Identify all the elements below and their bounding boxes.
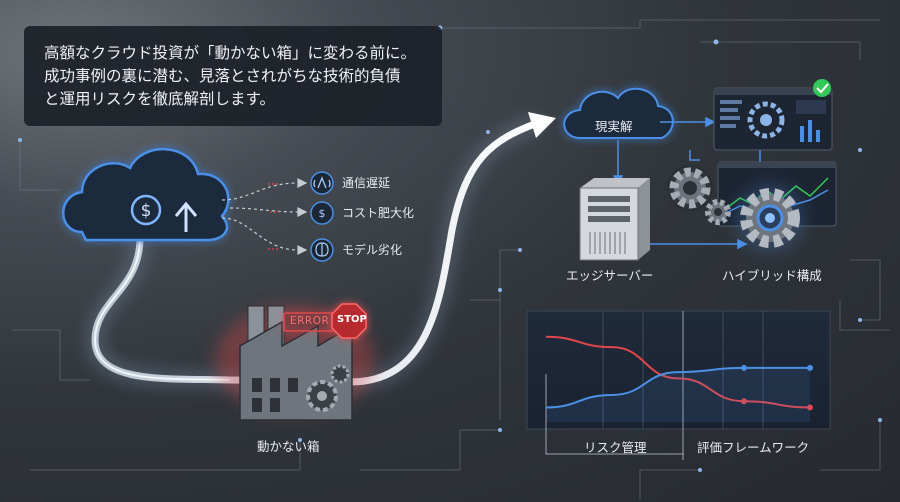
chart-series-line-1 xyxy=(545,366,810,409)
factory-label: 動かない箱 xyxy=(257,439,320,454)
gear-icon xyxy=(742,190,798,246)
cloud-left: $ xyxy=(62,147,230,242)
check-icon xyxy=(812,79,830,97)
edge-server xyxy=(579,178,650,261)
signal-icon xyxy=(314,174,330,190)
intro-line-1: 高額なクラウド投資が「動かない箱」に変わる前に。 xyxy=(44,44,417,62)
intro-text-box: 高額なクラウド投資が「動かない箱」に変わる前に。 成功事例の裏に潜む、見落とされ… xyxy=(24,26,442,126)
circuit-lines xyxy=(12,19,890,500)
stop-sign: STOP xyxy=(337,314,367,325)
chart-point-0-4 xyxy=(807,404,813,411)
chart-panel xyxy=(526,310,831,460)
error-sign: ERROR xyxy=(290,315,330,327)
issue-connectors xyxy=(221,178,308,255)
brain-icon xyxy=(314,242,330,258)
dashboard-top xyxy=(713,79,833,151)
dollar-arrow-up-icon xyxy=(128,194,164,230)
chart-label-risk: リスク管理 xyxy=(584,440,647,455)
issue-model-label: モデル劣化 xyxy=(342,243,403,257)
chart-series-line-0 xyxy=(545,335,811,409)
edge-server-label: エッジサーバー xyxy=(566,268,654,283)
check-badge xyxy=(813,79,831,97)
hand-dollar-icon xyxy=(314,205,330,221)
hybrid-label: ハイブリッド構成 xyxy=(722,268,822,283)
chart-point-1-3 xyxy=(741,364,747,371)
chart-label-framework: 評価フレームワーク xyxy=(697,440,810,455)
chart-point-1-4 xyxy=(807,364,813,371)
cloud-top-right xyxy=(563,87,674,139)
flow-arrowhead xyxy=(528,112,556,138)
issue-cost-label: コスト肥大化 xyxy=(342,206,415,220)
svg-text:$: $ xyxy=(141,201,152,221)
issue-icons: $ xyxy=(310,171,334,262)
chart-series-area-1 xyxy=(546,367,810,422)
intro-line-2: 成功事例の裏に潜む、見落とされがちな技術的負債 xyxy=(44,67,401,85)
gears xyxy=(667,165,804,252)
factory xyxy=(215,303,375,421)
svg-text:$: $ xyxy=(319,207,326,220)
issue-latency-label: 通信遅延 xyxy=(342,176,391,190)
intro-line-3: と運用リスクを徹底解剖します。 xyxy=(44,90,275,108)
cloud-solution-label: 現実解 xyxy=(595,119,633,134)
chart-point-0-3 xyxy=(741,398,747,405)
